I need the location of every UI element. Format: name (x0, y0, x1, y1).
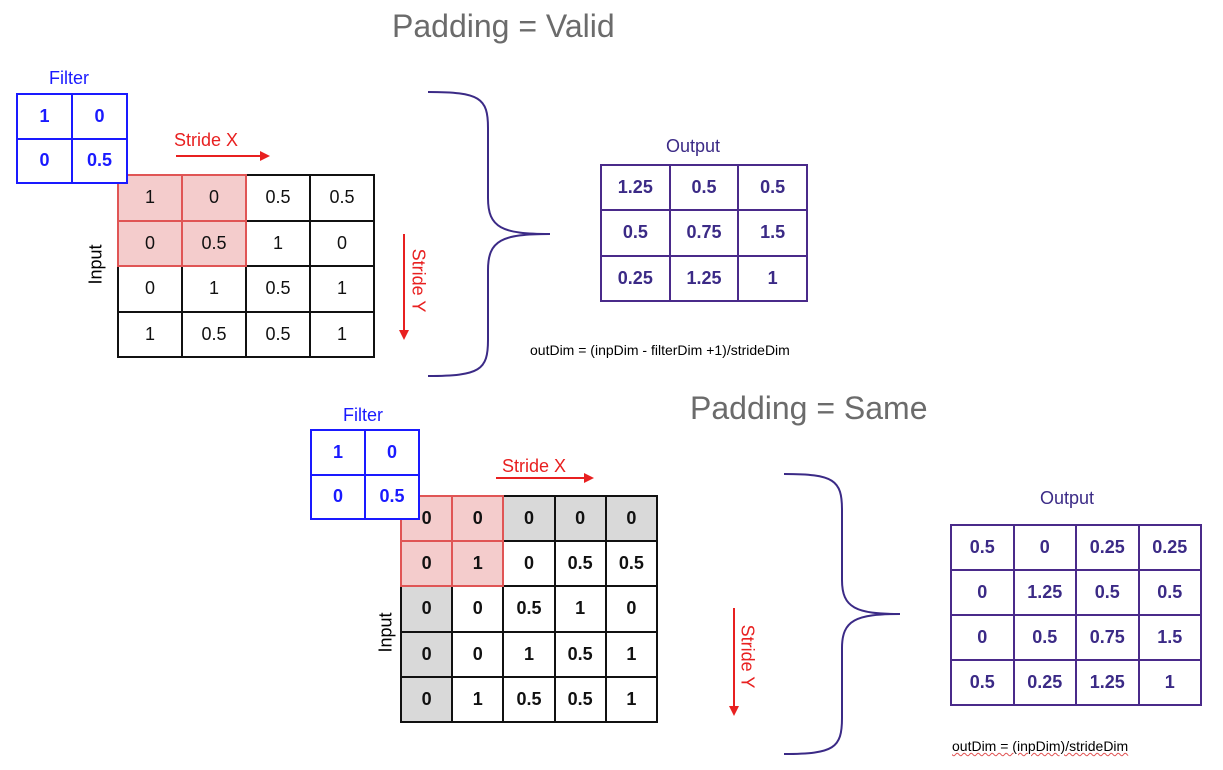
same-output-cell: 1 (1137, 659, 1202, 706)
valid-input-label: Input (85, 244, 106, 285)
same-output-cell: 0.25 (1075, 524, 1140, 571)
same-stride-x-arrow (496, 473, 594, 483)
valid-input-cell: 0.5 (181, 310, 247, 358)
same-output-cell: 0.5 (1137, 569, 1202, 616)
valid-output-cell: 1 (737, 254, 808, 303)
valid-stride-y-arrow (399, 234, 409, 340)
same-output-cell: 1.5 (1137, 614, 1202, 661)
valid-filter-cell: 1 (16, 93, 73, 140)
same-input-cell: 0 (399, 540, 454, 588)
same-input-cell: 0.5 (553, 630, 607, 678)
valid-stride-x-arrow (176, 151, 270, 161)
same-input-cell: 0.5 (553, 675, 607, 724)
same-output-cell: 0.5 (950, 524, 1015, 571)
same-output-cell: 0.25 (1012, 659, 1077, 706)
valid-output-cell: 1.5 (737, 209, 808, 257)
same-output-cell: 0.5 (1075, 569, 1140, 616)
same-input-cell: 1 (604, 630, 659, 678)
valid-filter-label: Filter (49, 68, 89, 88)
valid-input-cell: 1 (309, 265, 375, 313)
same-input-cell: 0 (451, 630, 505, 678)
same-output-cell: 1.25 (1075, 659, 1140, 706)
same-brace (783, 473, 901, 755)
valid-input-cell: 0.5 (181, 219, 247, 267)
same-input-cell: 0.5 (502, 585, 556, 633)
valid-input-cell: 1 (181, 265, 247, 313)
same-filter-label: Filter (343, 405, 383, 425)
same-title: Padding = Same (690, 390, 928, 426)
valid-output-cell: 1.25 (600, 163, 671, 212)
same-input-cell: 0 (399, 585, 454, 633)
valid-output-cell: 0.5 (668, 163, 740, 212)
same-input-cell: 1 (451, 540, 505, 588)
valid-output-cell: 0.5 (737, 163, 808, 212)
same-filter-cell: 0.5 (364, 473, 420, 520)
same-input-cell: 0.5 (604, 540, 659, 588)
same-input-cell: 1 (604, 675, 659, 724)
same-stride-x-label: Stride X (502, 456, 567, 476)
same-output-cell: 0 (950, 614, 1015, 661)
same-input-cell: 0 (399, 675, 454, 724)
same-input-cell: 0 (399, 630, 454, 678)
valid-input-cell: 0 (181, 174, 247, 222)
valid-brace (427, 91, 551, 377)
valid-output-cell: 0.75 (668, 209, 740, 257)
valid-input-cell: 1 (309, 310, 375, 358)
same-stride-y-arrow (729, 608, 739, 716)
same-input-cell: 0 (604, 494, 659, 543)
valid-input-cell: 0.5 (245, 174, 311, 222)
same-input-cell: 0 (502, 540, 556, 588)
same-filter-cell: 1 (310, 429, 366, 476)
same-input-cell: 0.5 (553, 540, 607, 588)
same-input-cell: 1 (451, 675, 505, 724)
same-filter-cell: 0 (364, 429, 420, 476)
same-output-label: Output (1040, 488, 1095, 508)
valid-filter-cell: 0 (71, 93, 128, 140)
same-output-cell: 0.75 (1075, 614, 1140, 661)
valid-filter-cell: 0 (16, 137, 73, 184)
valid-input-cell: 1 (117, 310, 183, 358)
valid-output-label: Output (666, 136, 721, 156)
valid-input-cell: 0.5 (245, 265, 311, 313)
valid-filter-cell: 0.5 (71, 137, 128, 184)
same-output-cell: 0.5 (950, 659, 1015, 706)
same-input-cell: 0 (502, 494, 556, 543)
same-input-cell: 0 (451, 494, 505, 543)
same-output-cell: 0.5 (1012, 614, 1077, 661)
same-input-cell: 0 (451, 585, 505, 633)
same-filter-cell: 0 (310, 473, 366, 520)
valid-input-cell: 0.5 (245, 310, 311, 358)
same-formula: outDim = (inpDim)/strideDim (952, 738, 1129, 754)
same-output-cell: 0 (950, 569, 1015, 616)
same-output-cell: 1.25 (1012, 569, 1077, 616)
valid-output-cell: 0.25 (600, 254, 671, 303)
valid-input-cell: 1 (245, 219, 311, 267)
same-output-cell: 0 (1012, 524, 1077, 571)
same-input-label: Input (375, 612, 396, 653)
same-input-cell: 1 (553, 585, 607, 633)
valid-input-cell: 0 (309, 219, 375, 267)
same-input-cell: 0 (604, 585, 659, 633)
same-output-cell: 0.25 (1137, 524, 1202, 571)
valid-output-cell: 1.25 (668, 254, 740, 303)
valid-stride-x-label: Stride X (174, 130, 239, 150)
valid-input-cell: 0 (117, 265, 183, 313)
same-input-cell: 0 (553, 494, 607, 543)
same-input-cell: 1 (502, 630, 556, 678)
valid-output-cell: 0.5 (600, 209, 671, 257)
valid-input-cell: 1 (117, 174, 183, 222)
valid-input-cell: 0.5 (309, 174, 375, 222)
valid-input-cell: 0 (117, 219, 183, 267)
same-input-cell: 0.5 (502, 675, 556, 724)
valid-formula: outDim = (inpDim - filterDim +1)/strideD… (530, 342, 790, 358)
valid-title: Padding = Valid (392, 8, 615, 44)
